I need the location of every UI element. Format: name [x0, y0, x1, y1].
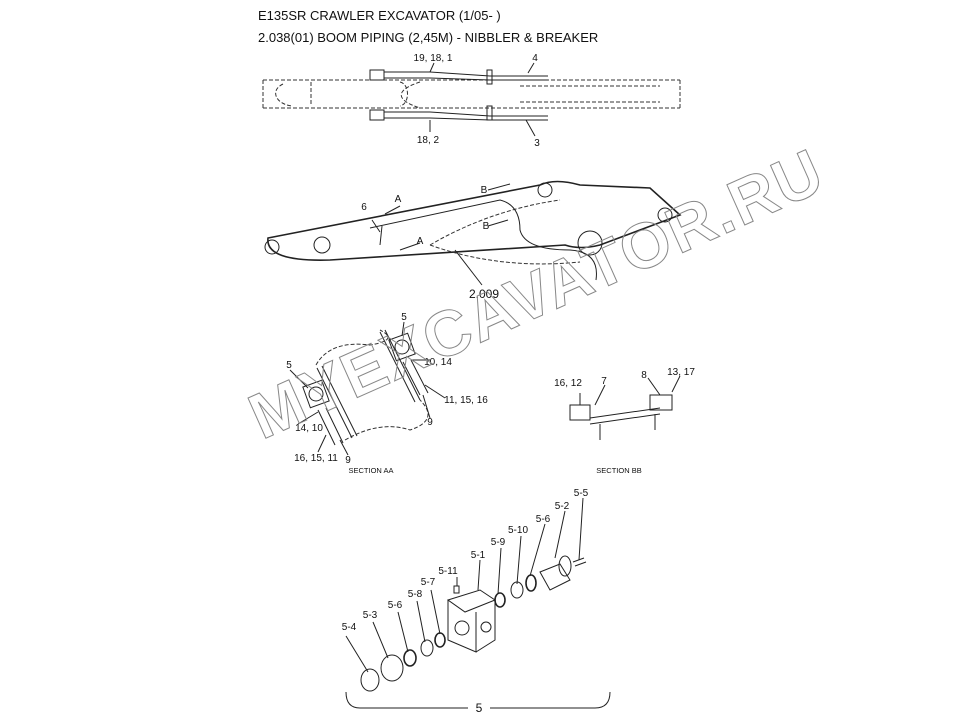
- callout-8: 8: [641, 370, 647, 381]
- callout-5-4: 5-4: [342, 622, 357, 633]
- callout-4: 4: [532, 53, 538, 64]
- callout-11-15-16: 11, 15, 16: [444, 395, 488, 406]
- callout-16-15-11: 16, 15, 11: [294, 453, 338, 464]
- model-title: E135SR CRAWLER EXCAVATOR (1/05- ): [258, 8, 501, 23]
- callout-7: 7: [601, 376, 607, 387]
- section-bb-title: SECTION BB: [596, 466, 641, 475]
- callout-5-11: 5-11: [438, 566, 458, 577]
- callout-5-lower: 5: [286, 360, 292, 371]
- callout-5-2: 5-2: [555, 501, 570, 512]
- callout-16-12: 16, 12: [554, 378, 582, 389]
- callout-5-6-left: 5-6: [388, 600, 403, 611]
- callout-9-upper: 9: [427, 417, 433, 428]
- callout-14-10: 14, 10: [295, 423, 323, 434]
- callout-6: 6: [361, 202, 367, 213]
- callout-b-bottom: B: [483, 221, 490, 232]
- callout-13-17: 13, 17: [667, 367, 695, 378]
- callout-5-6-right: 5-6: [536, 514, 551, 525]
- callout-19-18-1: 19, 18, 1: [414, 53, 453, 64]
- callout-a-top: A: [395, 194, 402, 205]
- callout-2-009: 2.009: [469, 287, 499, 301]
- callout-5-1: 5-1: [471, 550, 486, 561]
- callout-10-14: 10, 14: [424, 357, 452, 368]
- boom-top-view: 19, 18, 1 4 18, 2 3: [262, 53, 681, 149]
- exploded-swivel-joint: 5-5 5-2 5-6 5-10 5-9 5-1 5-11 5-7 5-8 5-…: [342, 488, 611, 715]
- callout-5-10: 5-10: [508, 525, 528, 536]
- callout-assembly-5: 5: [476, 701, 483, 715]
- callout-5-9: 5-9: [491, 537, 506, 548]
- section-aa-title: SECTION AA: [348, 466, 393, 475]
- callout-5-7: 5-7: [421, 577, 436, 588]
- callout-b-top: B: [481, 185, 488, 196]
- callout-5-5: 5-5: [574, 488, 589, 499]
- callout-18-2: 18, 2: [417, 135, 440, 146]
- callout-9-lower: 9: [345, 455, 351, 466]
- watermark: MYEXCAVATOR.RU: [238, 135, 834, 453]
- callout-5-3: 5-3: [363, 610, 378, 621]
- callout-3: 3: [534, 138, 540, 149]
- callout-5-upper: 5: [401, 312, 407, 323]
- callout-a-bottom: A: [417, 236, 424, 247]
- boom-side-view: B A 6 B A 2.009: [264, 180, 682, 301]
- callout-5-8: 5-8: [408, 589, 423, 600]
- section-aa: 5 5 10, 14 11, 15, 16 9 14, 10 16, 15, 1…: [286, 312, 488, 475]
- section-bb: 16, 12 7 8 13, 17 SECTION BB: [554, 367, 695, 475]
- section-title: 2.038(01) BOOM PIPING (2,45M) - NIBBLER …: [258, 30, 598, 45]
